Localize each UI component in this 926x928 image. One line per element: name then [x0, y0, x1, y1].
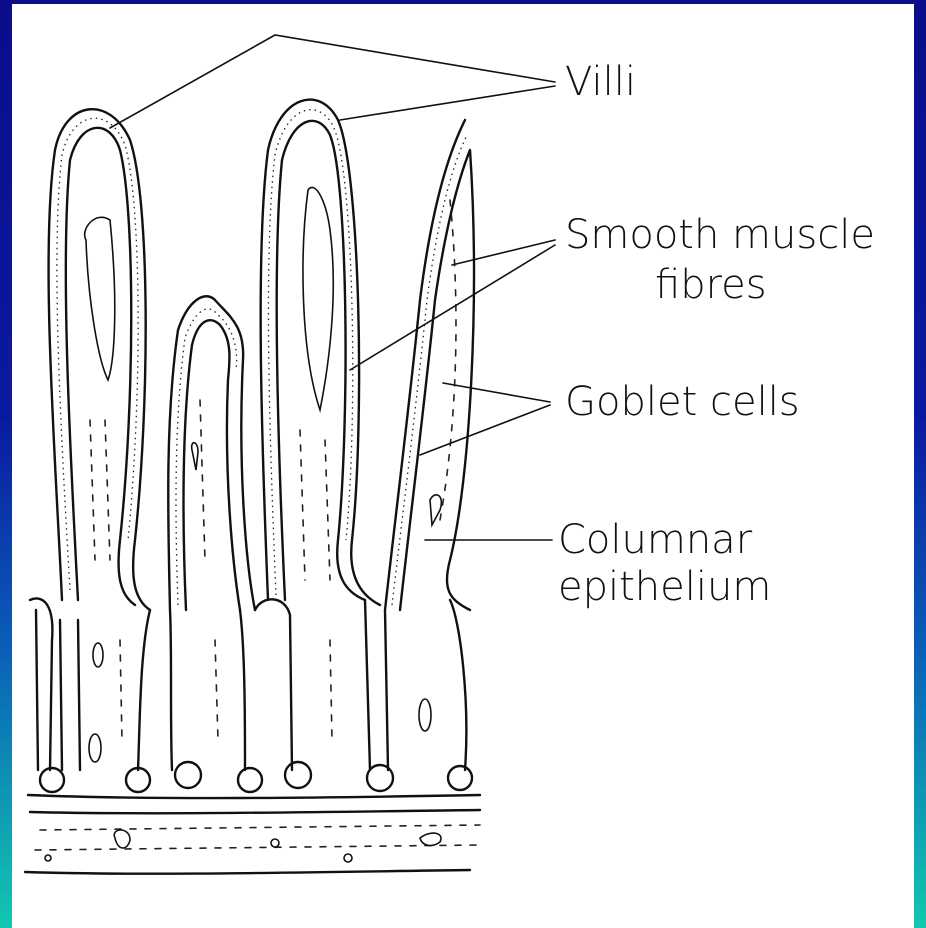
- crypt-bases: [30, 598, 472, 792]
- villus-left: [49, 109, 150, 610]
- label-columnar-line1: Columnar: [558, 517, 753, 563]
- villus-right: [385, 120, 474, 610]
- label-smooth-muscle-line2: fibres: [655, 262, 767, 308]
- submucosa-layer: [25, 795, 480, 874]
- label-villi: Villi: [565, 59, 636, 105]
- label-goblet-cells: Goblet cells: [565, 379, 800, 425]
- villus-short: [168, 296, 255, 610]
- label-smooth-muscle-line1: Smooth muscle: [565, 212, 875, 258]
- label-columnar-line2: epithelium: [558, 564, 771, 610]
- villus-center: [261, 100, 380, 605]
